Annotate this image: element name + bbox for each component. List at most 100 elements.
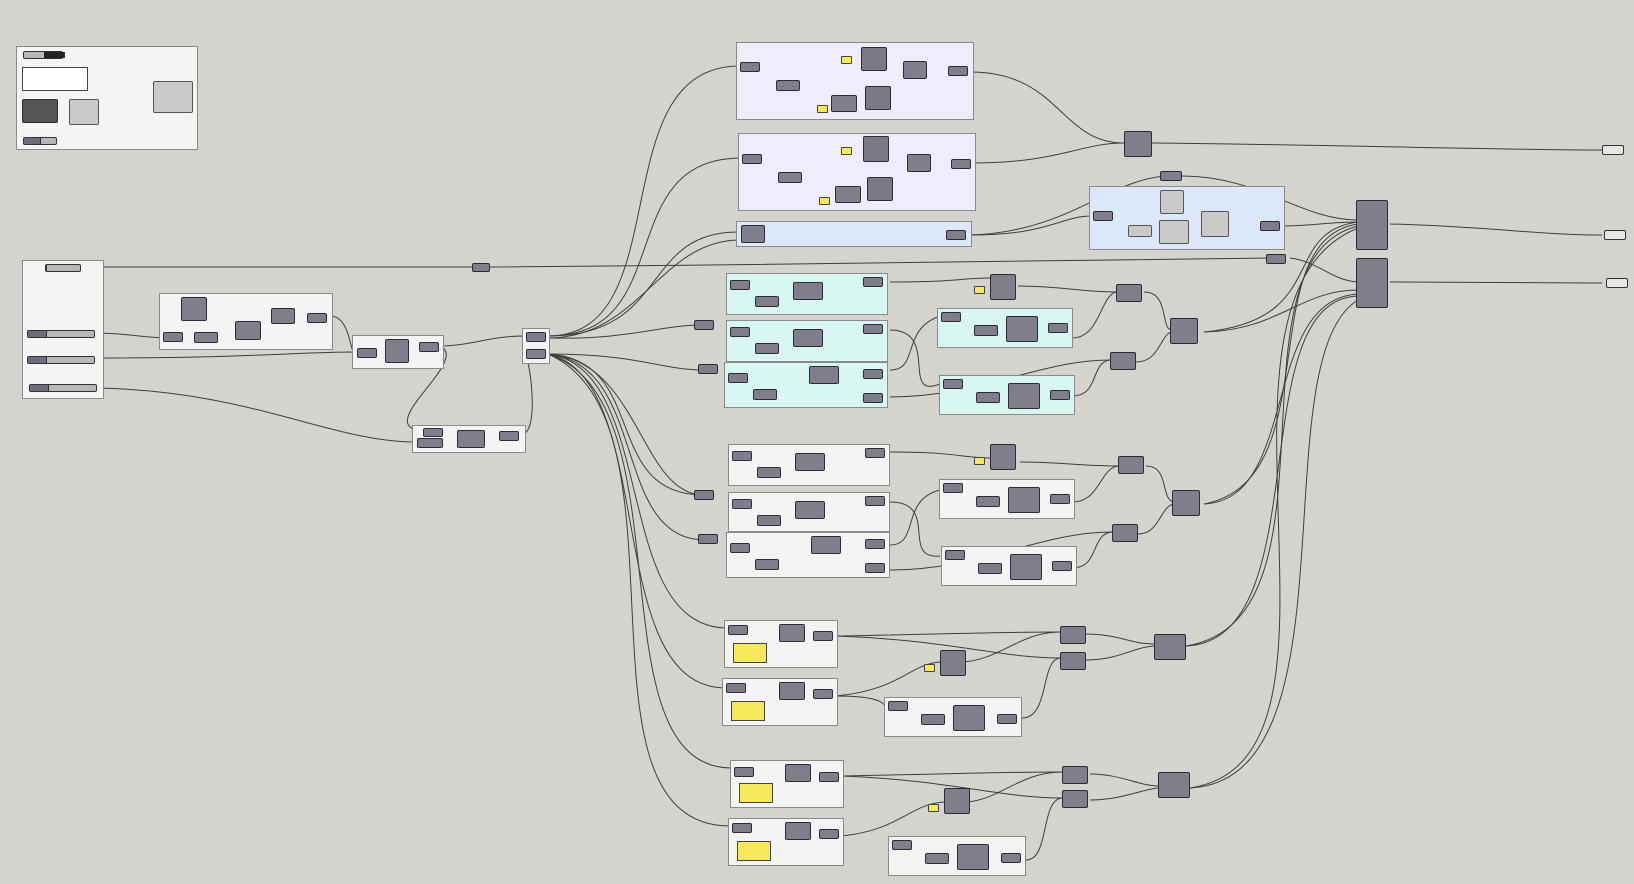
component[interactable] bbox=[730, 327, 750, 337]
output-component[interactable] bbox=[153, 81, 193, 113]
component[interactable] bbox=[811, 536, 841, 554]
yellow-panel[interactable] bbox=[737, 841, 771, 861]
component[interactable] bbox=[813, 689, 833, 699]
yellow-panel[interactable] bbox=[739, 783, 773, 803]
component[interactable] bbox=[809, 366, 839, 384]
component[interactable] bbox=[903, 61, 927, 79]
number-slider[interactable] bbox=[27, 330, 95, 338]
component[interactable] bbox=[978, 563, 1002, 574]
component[interactable] bbox=[1010, 554, 1042, 580]
group-small[interactable] bbox=[352, 335, 444, 369]
hub-component[interactable] bbox=[526, 349, 546, 359]
component[interactable] bbox=[753, 389, 777, 400]
group-cyan-4[interactable] bbox=[937, 308, 1073, 348]
relay-node[interactable] bbox=[472, 263, 490, 272]
component[interactable] bbox=[785, 822, 811, 840]
group-top-left[interactable] bbox=[16, 46, 198, 150]
component[interactable] bbox=[755, 559, 779, 570]
component[interactable] bbox=[943, 379, 963, 389]
component[interactable] bbox=[793, 329, 823, 347]
component[interactable] bbox=[742, 154, 762, 164]
group-transform[interactable] bbox=[159, 293, 333, 350]
component[interactable] bbox=[863, 136, 889, 162]
number-slider[interactable] bbox=[23, 51, 65, 59]
component[interactable] bbox=[728, 373, 748, 383]
component[interactable] bbox=[1008, 487, 1040, 513]
component[interactable] bbox=[307, 313, 327, 323]
component[interactable] bbox=[1060, 652, 1086, 670]
output-param[interactable] bbox=[1602, 145, 1624, 155]
group-blue-strip[interactable] bbox=[736, 221, 972, 247]
component[interactable] bbox=[1001, 853, 1021, 863]
component[interactable] bbox=[1116, 284, 1142, 302]
component[interactable] bbox=[1060, 626, 1086, 644]
component[interactable] bbox=[163, 332, 183, 342]
component[interactable] bbox=[1154, 634, 1186, 660]
component[interactable] bbox=[757, 515, 781, 526]
group-yellow-side-2[interactable] bbox=[888, 836, 1026, 876]
preview-component[interactable] bbox=[69, 99, 99, 125]
component[interactable] bbox=[785, 764, 811, 782]
component[interactable] bbox=[779, 624, 805, 642]
component[interactable] bbox=[1008, 383, 1040, 409]
component[interactable] bbox=[946, 230, 966, 240]
component[interactable] bbox=[1062, 766, 1088, 784]
component[interactable] bbox=[943, 483, 963, 493]
component[interactable] bbox=[357, 348, 377, 358]
component[interactable] bbox=[861, 47, 887, 71]
component[interactable] bbox=[795, 453, 825, 471]
component[interactable] bbox=[734, 767, 754, 777]
relay-node[interactable] bbox=[694, 320, 714, 330]
yellow-panel[interactable] bbox=[733, 643, 767, 663]
relay-node[interactable] bbox=[698, 534, 718, 544]
component[interactable] bbox=[892, 840, 912, 850]
yellow-panel[interactable] bbox=[731, 701, 765, 721]
component[interactable] bbox=[778, 172, 802, 183]
group-cyan-3[interactable] bbox=[724, 362, 888, 408]
group-blue-right[interactable] bbox=[1089, 186, 1285, 250]
group-cyan-1[interactable] bbox=[726, 273, 888, 315]
hub-component[interactable] bbox=[526, 332, 546, 342]
component[interactable] bbox=[181, 297, 207, 321]
group-white-2[interactable] bbox=[728, 492, 890, 532]
component[interactable] bbox=[957, 844, 989, 870]
component[interactable] bbox=[1160, 190, 1184, 214]
component[interactable] bbox=[976, 392, 1000, 403]
component[interactable] bbox=[953, 705, 985, 731]
group-white-1[interactable] bbox=[728, 444, 890, 486]
component[interactable] bbox=[741, 225, 765, 243]
group-cyan-5[interactable] bbox=[939, 375, 1075, 415]
component[interactable] bbox=[1170, 318, 1198, 344]
component[interactable] bbox=[863, 324, 883, 334]
component[interactable] bbox=[1172, 490, 1200, 516]
merge-component-large[interactable] bbox=[1356, 258, 1388, 308]
merge-component-large[interactable] bbox=[1356, 200, 1388, 250]
component[interactable] bbox=[726, 683, 746, 693]
component[interactable] bbox=[385, 339, 409, 363]
component[interactable] bbox=[907, 154, 931, 172]
component[interactable] bbox=[755, 343, 779, 354]
panel-small[interactable] bbox=[841, 56, 852, 64]
component[interactable] bbox=[1052, 561, 1072, 571]
component[interactable] bbox=[997, 714, 1017, 724]
component[interactable] bbox=[813, 631, 833, 641]
group-hub[interactable] bbox=[522, 328, 550, 364]
component[interactable] bbox=[776, 80, 800, 91]
component[interactable] bbox=[730, 543, 750, 553]
output-param[interactable] bbox=[1604, 230, 1626, 240]
component[interactable] bbox=[1050, 390, 1070, 400]
component[interactable] bbox=[925, 853, 949, 864]
group-yellow-side-1[interactable] bbox=[884, 697, 1022, 737]
panel-small[interactable] bbox=[924, 664, 935, 672]
component[interactable] bbox=[865, 86, 891, 110]
panel-small[interactable] bbox=[841, 147, 852, 155]
component[interactable] bbox=[732, 451, 752, 461]
number-slider[interactable] bbox=[23, 137, 57, 145]
component[interactable] bbox=[941, 312, 961, 322]
component[interactable] bbox=[1050, 494, 1070, 504]
param-block[interactable] bbox=[22, 99, 58, 123]
component[interactable] bbox=[867, 177, 893, 201]
component[interactable] bbox=[863, 393, 883, 403]
component[interactable] bbox=[865, 496, 885, 506]
component[interactable] bbox=[831, 95, 857, 112]
